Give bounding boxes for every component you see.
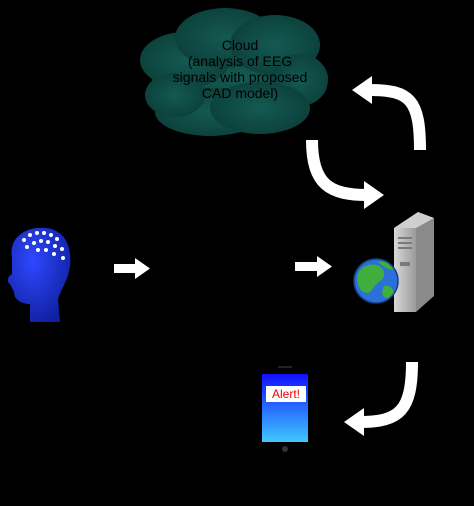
eeg-head-icon — [7, 227, 71, 322]
cloud-label-line-1: Cloud — [221, 37, 259, 53]
cloud-label: Cloud (analysis of EEG signals with prop… — [150, 37, 330, 101]
arrow-cloud-to-server — [306, 139, 384, 209]
cloud-label-line-4: CAD model) — [201, 85, 279, 101]
cloud-label-line-2: (analysis of EEG — [187, 53, 293, 69]
smartphone-icon — [257, 361, 313, 457]
cloud-shape — [140, 8, 328, 136]
arrow-server-to-cloud — [352, 76, 426, 151]
alert-label: Alert! — [266, 386, 306, 402]
arrow-server-to-phone — [344, 361, 418, 436]
cloud-label-line-3: signals with proposed — [172, 69, 308, 85]
arrow-device-to-server — [295, 256, 332, 277]
arrow-head-to-device — [114, 258, 150, 279]
globe-icon — [353, 258, 399, 304]
server-icon — [394, 212, 434, 312]
